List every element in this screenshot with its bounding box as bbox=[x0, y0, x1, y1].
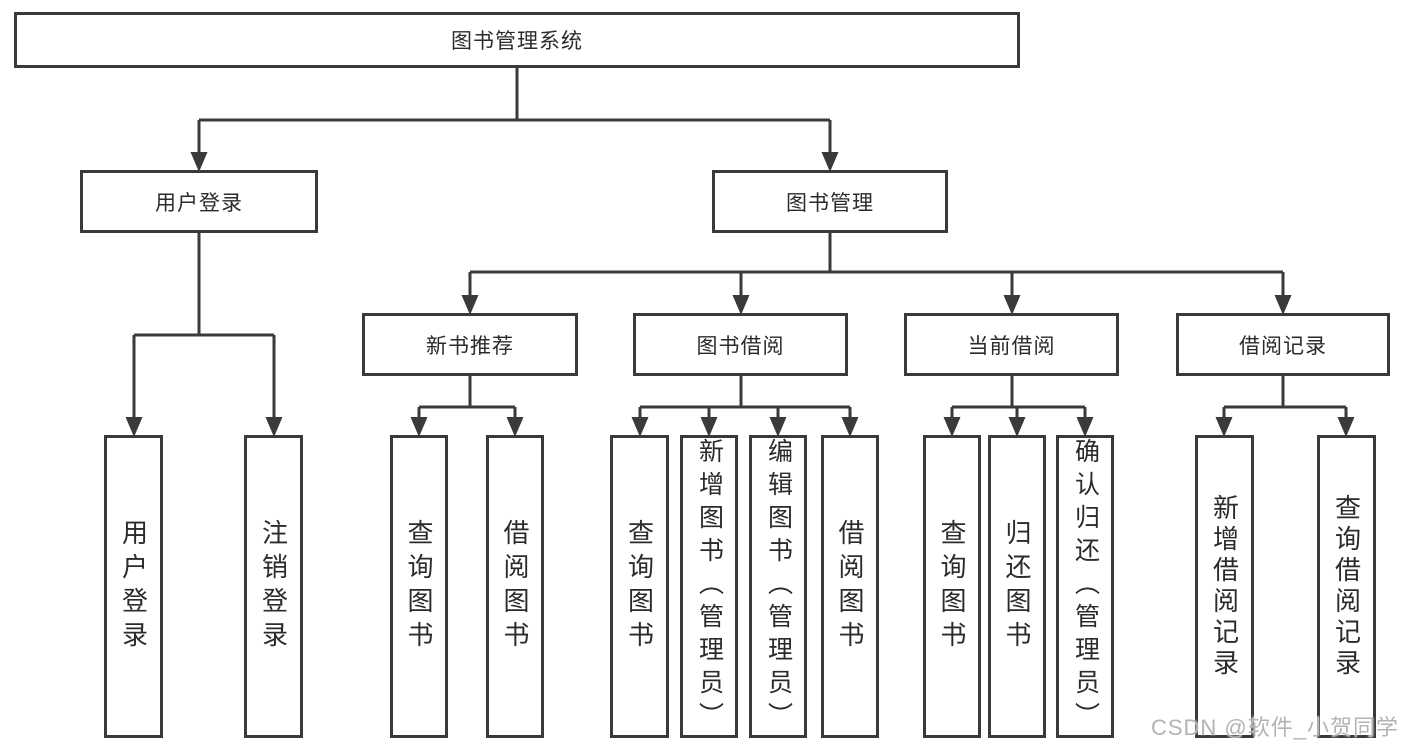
node-new-book-recommendation: 新书推荐 bbox=[362, 313, 578, 376]
leaf-confirm-return-admin: 确认归还（管理员） bbox=[1056, 435, 1114, 738]
leaf-add-book-admin: 新增图书（管理员） bbox=[680, 435, 738, 738]
node-current-borrowing: 当前借阅 bbox=[904, 313, 1119, 376]
leaf-query-books-recommend: 查询图书 bbox=[390, 435, 448, 738]
node-library-management-system: 图书管理系统 bbox=[14, 12, 1020, 68]
leaf-borrow-books-borrowing: 借阅图书 bbox=[821, 435, 879, 738]
leaf-query-borrow-record: 查询借阅记录 bbox=[1317, 435, 1376, 738]
leaf-user-login-label: 用户登录 bbox=[118, 518, 149, 655]
leaf-add-borrow-record-label: 新增借阅记录 bbox=[1209, 493, 1240, 680]
node-user-login: 用户登录 bbox=[80, 170, 318, 233]
csdn-watermark: CSDN @软件_小贺同学 bbox=[1150, 715, 1399, 740]
leaf-query-books-borrowing: 查询图书 bbox=[610, 435, 669, 738]
leaf-logout-label: 注销登录 bbox=[258, 518, 289, 655]
leaf-add-book-admin-label: 新增图书（管理员） bbox=[695, 438, 724, 735]
leaf-return-books-label: 归还图书 bbox=[1002, 518, 1032, 655]
node-book-borrowing: 图书借阅 bbox=[633, 313, 848, 376]
leaf-borrow-books-recommend: 借阅图书 bbox=[486, 435, 544, 738]
leaf-user-login: 用户登录 bbox=[104, 435, 163, 738]
leaf-borrow-books-recommend-label: 借阅图书 bbox=[500, 518, 530, 655]
leaf-edit-book-admin: 编辑图书（管理员） bbox=[749, 435, 807, 738]
leaf-add-borrow-record: 新增借阅记录 bbox=[1195, 435, 1254, 738]
leaf-query-books-borrowing-label: 查询图书 bbox=[624, 518, 655, 655]
leaf-borrow-books-borrowing-label: 借阅图书 bbox=[835, 518, 865, 655]
leaf-query-books-current-label: 查询图书 bbox=[937, 518, 967, 655]
leaf-query-books-current: 查询图书 bbox=[923, 435, 981, 738]
leaf-query-borrow-record-label: 查询借阅记录 bbox=[1331, 493, 1362, 680]
leaf-query-books-recommend-label: 查询图书 bbox=[404, 518, 434, 655]
leaf-logout: 注销登录 bbox=[244, 435, 303, 738]
leaf-return-books: 归还图书 bbox=[988, 435, 1046, 738]
node-borrowing-records: 借阅记录 bbox=[1176, 313, 1390, 376]
leaf-edit-book-admin-label: 编辑图书（管理员） bbox=[764, 438, 793, 735]
node-book-management: 图书管理 bbox=[712, 170, 948, 233]
leaf-confirm-return-admin-label: 确认归还（管理员） bbox=[1071, 438, 1100, 735]
